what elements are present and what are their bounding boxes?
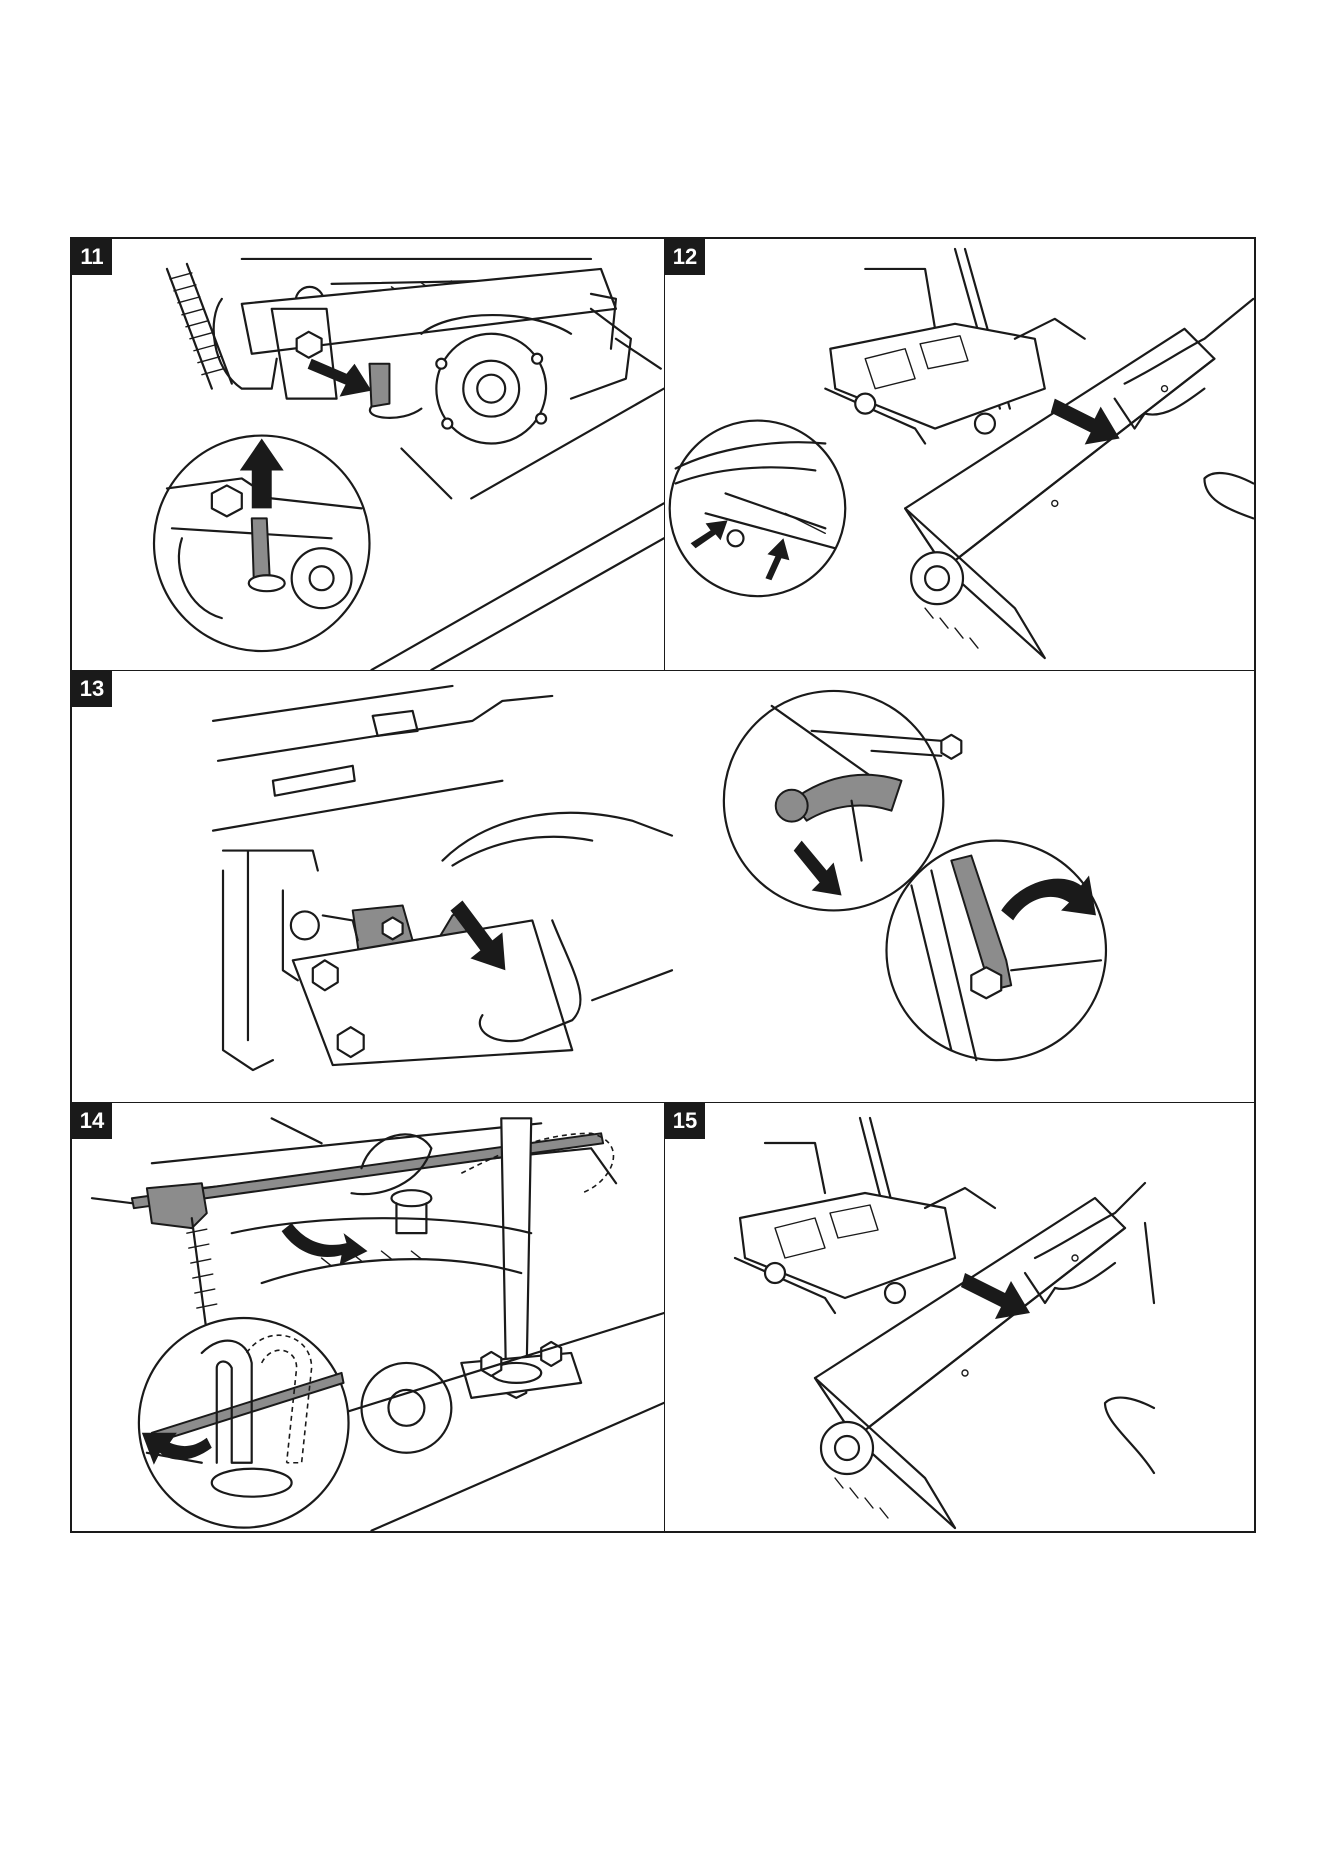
illustration-sheet: 11	[70, 237, 1256, 1533]
figure-number-badge: 12	[665, 239, 705, 275]
figure-11-illustration	[72, 239, 664, 670]
figure-13-panel: 13	[72, 671, 1254, 1103]
figure-number-badge: 14	[72, 1103, 112, 1139]
figure-14-panel: 14	[72, 1103, 665, 1531]
detail-inset-circle	[670, 421, 846, 597]
figure-15-panel: 15	[665, 1103, 1254, 1531]
figure-12-illustration	[665, 239, 1254, 670]
detail-inset-circle	[154, 436, 370, 651]
detail-inset-circle-bottom	[886, 841, 1105, 1060]
figure-number-badge: 15	[665, 1103, 705, 1139]
figure-12-panel: 12	[665, 239, 1254, 671]
coil-spring	[167, 264, 232, 389]
figure-13-illustration	[72, 671, 1254, 1102]
figure-11-panel: 11	[72, 239, 665, 671]
figure-14-illustration	[72, 1103, 664, 1531]
figure-number-badge: 11	[72, 239, 112, 275]
figure-number-badge: 13	[72, 671, 112, 707]
detail-inset-circle	[139, 1318, 349, 1528]
figure-15-illustration	[665, 1103, 1254, 1531]
